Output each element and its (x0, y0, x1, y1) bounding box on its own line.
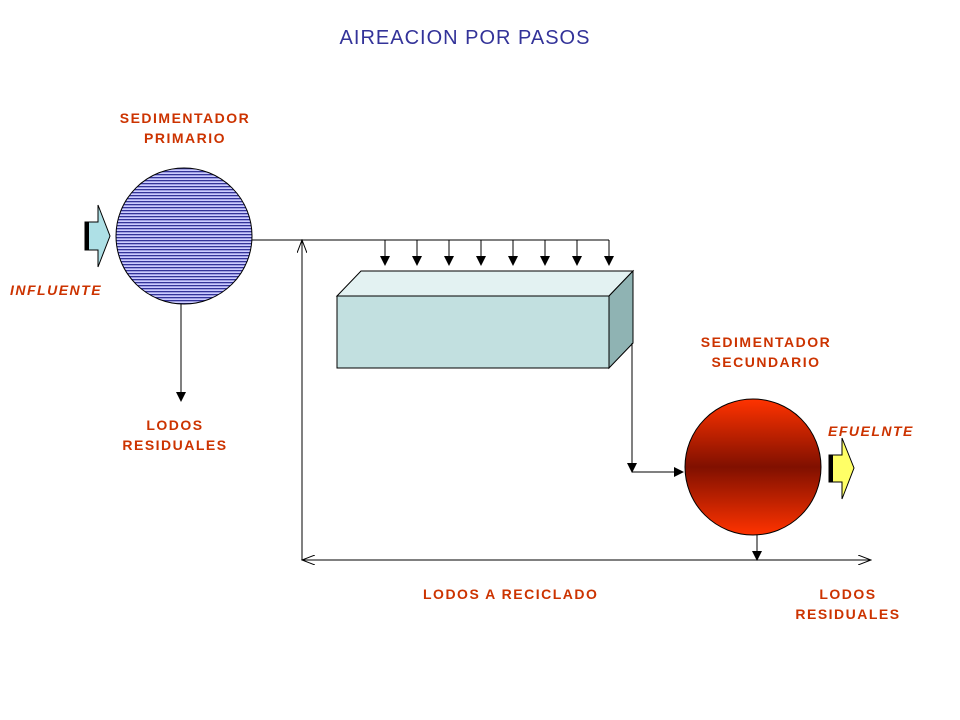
influent-label: INFLUENTE (10, 282, 103, 298)
aeration-tank-top (335, 270, 635, 297)
secondary-sludge-label: LODOS RESIDUALES (778, 584, 918, 624)
effluent-label: EFUELNTE (828, 423, 914, 439)
recycle-label: LODOS A RECICLADO (423, 586, 599, 602)
page-title: AIREACION POR PASOS (339, 27, 591, 49)
secondary-sludge-label-line1: LODOS (819, 586, 877, 602)
effluent-arrow-icon (828, 437, 855, 500)
aeration-tank (335, 269, 635, 370)
influent-arrow-icon (84, 204, 111, 268)
secondary-settler-label-line1: SEDIMENTADOR (700, 334, 832, 350)
primary-sludge-label-line1: LODOS (146, 417, 204, 433)
primary-settler-label-line1: SEDIMENTADOR (119, 110, 251, 126)
primary-sludge-label-line2: RESIDUALES (122, 437, 228, 453)
primary-settler-label: SEDIMENTADOR PRIMARIO (110, 108, 260, 148)
secondary-sludge-label-line2: RESIDUALES (795, 606, 901, 622)
aeration-tank-front (336, 295, 610, 369)
primary-settler (115, 167, 253, 305)
secondary-settler (684, 398, 822, 536)
step-feed-arrows (380, 240, 614, 266)
secondary-settler-label-line2: SECUNDARIO (711, 354, 821, 370)
primary-sludge-label: LODOS RESIDUALES (105, 415, 245, 455)
primary-settler-label-line2: PRIMARIO (144, 130, 226, 146)
secondary-settler-label: SEDIMENTADOR SECUNDARIO (686, 332, 846, 372)
